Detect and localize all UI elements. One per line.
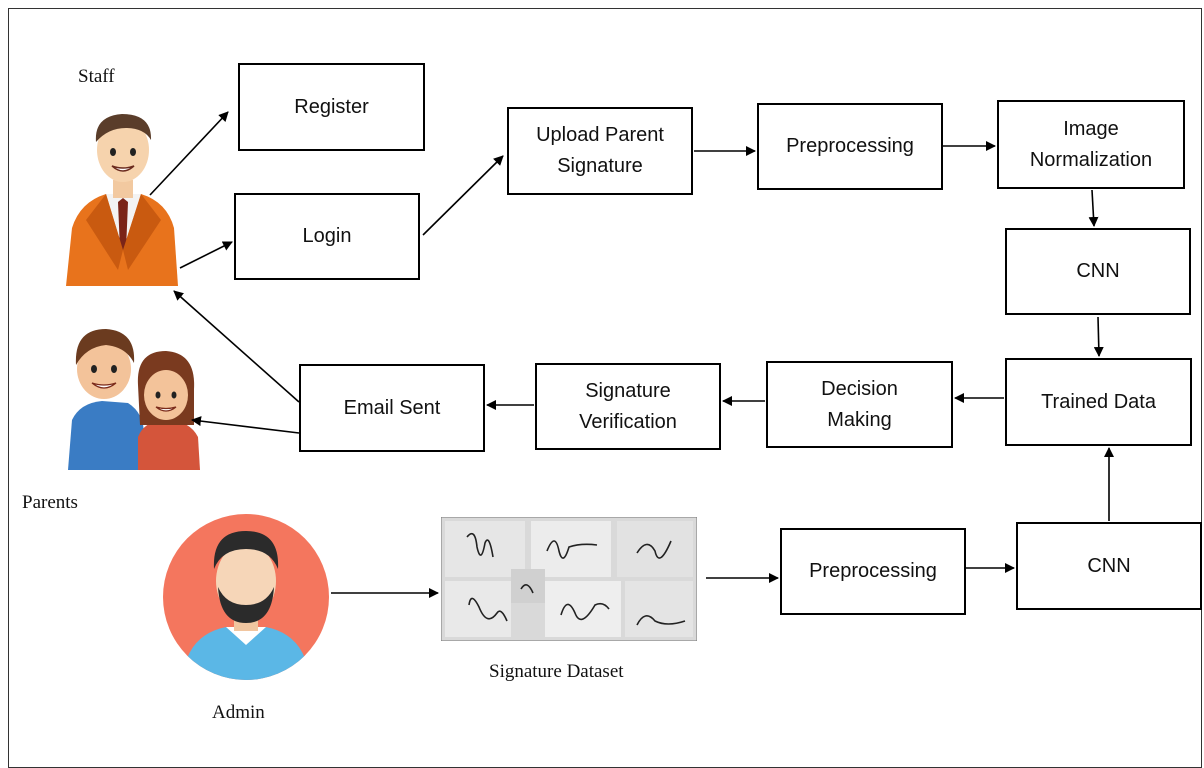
email-sent-box: Email Sent — [299, 364, 485, 452]
cnn-box-bottom: CNN — [1016, 522, 1202, 610]
staff-person-icon — [66, 114, 178, 286]
signature-verification-box: Signature Verification — [535, 363, 721, 450]
register-box: Register — [238, 63, 425, 151]
parents-icon — [68, 329, 200, 470]
trained-data-box: Trained Data — [1005, 358, 1192, 446]
decision-making-box: Decision Making — [766, 361, 953, 448]
cnn-box-top: CNN — [1005, 228, 1191, 315]
admin-label: Admin — [212, 702, 265, 723]
preprocessing-box-bottom: Preprocessing — [780, 528, 966, 615]
login-box: Login — [234, 193, 420, 280]
preprocessing-box-top: Preprocessing — [757, 103, 943, 190]
upload-signature-box: Upload Parent Signature — [507, 107, 693, 195]
staff-label: Staff — [78, 66, 115, 87]
admin-avatar-icon — [163, 514, 329, 680]
parents-label: Parents — [22, 492, 78, 513]
dataset-label: Signature Dataset — [489, 661, 624, 682]
signature-dataset-image — [441, 517, 697, 641]
image-normalization-box: Image Normalization — [997, 100, 1185, 189]
